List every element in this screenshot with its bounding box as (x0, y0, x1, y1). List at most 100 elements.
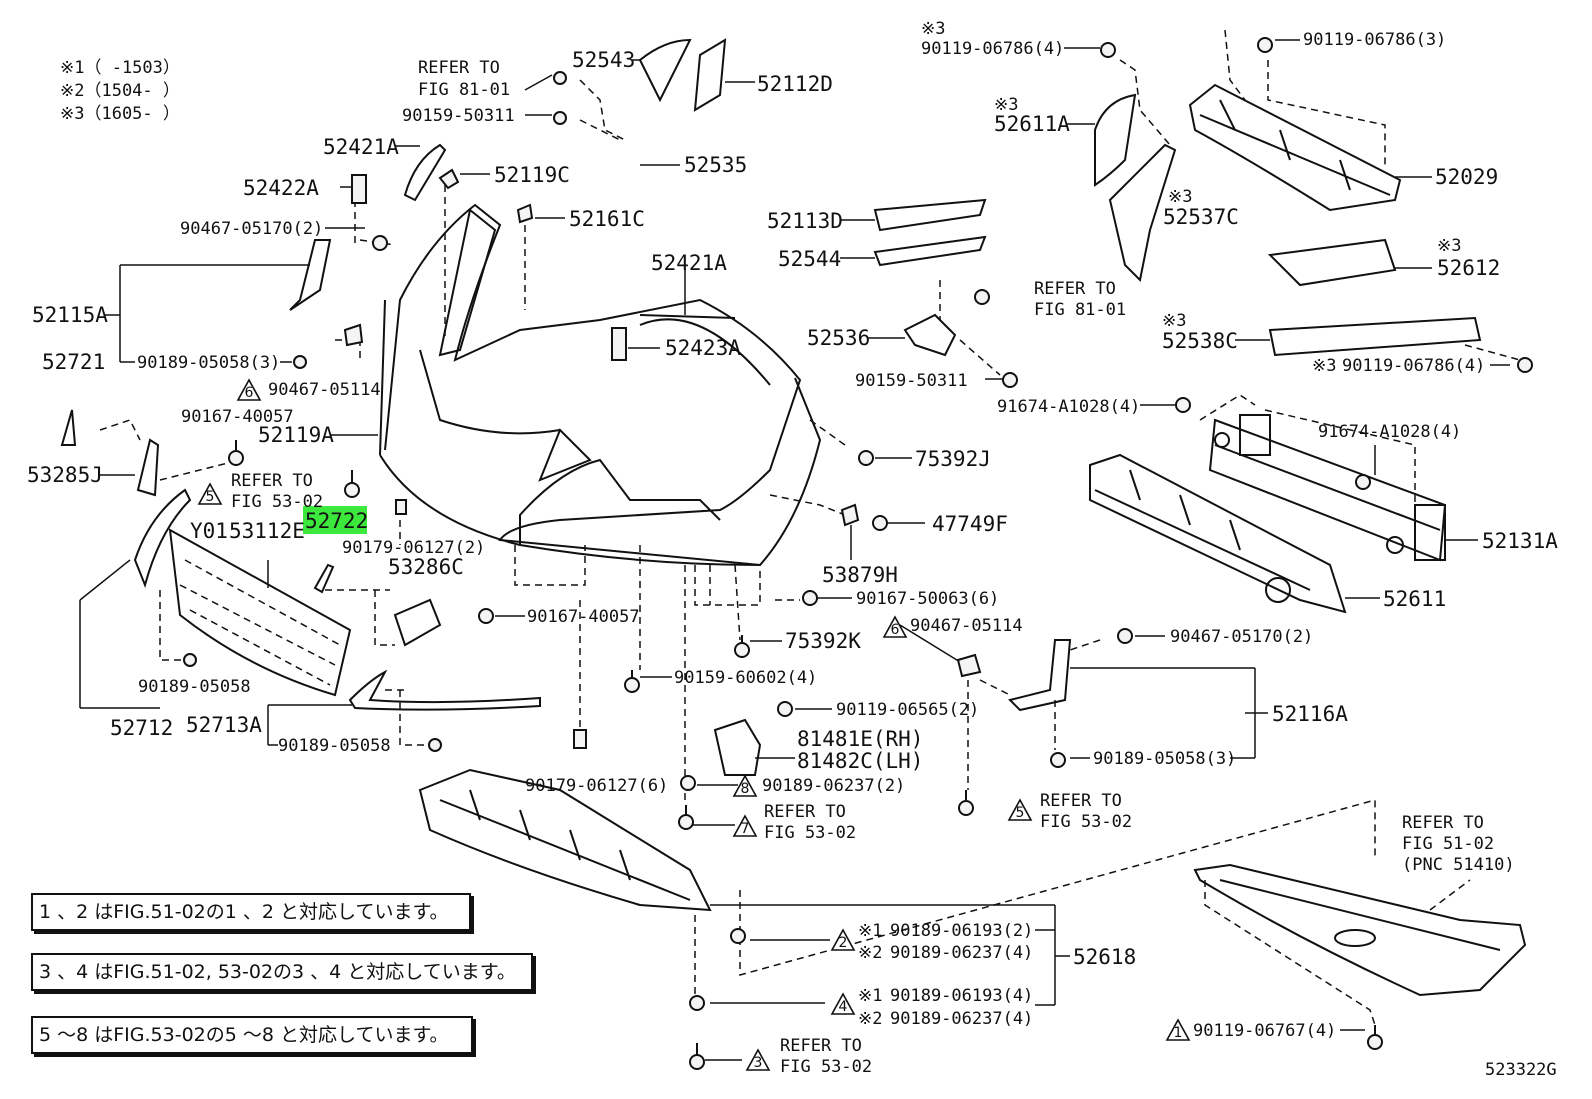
note-box-1: 1 、2 はFIG.51-02の1 、2 と対応しています。 (31, 893, 471, 931)
label-90189-06193-2: 90189-06193(2) (890, 921, 1033, 941)
leader-lines (79, 29, 1521, 1061)
svg-text:2: 2 (839, 935, 848, 951)
label-52721: 52721 (42, 350, 105, 374)
part-labels: REFER TO FIG 81-01 90159-50311 5 2 5 4 3 521… (27, 19, 1558, 1080)
label-52161C: 52161C (569, 207, 645, 231)
label-52611: 52611 (1383, 587, 1446, 611)
part-52721 (60, 409, 77, 446)
label-52131A: 52131A (1482, 529, 1558, 553)
note-text-3: 5 〜8 はFIG.53-02の5 〜8 と対応しています。 (39, 1024, 449, 1046)
refer-label-6a: REFER TO (780, 1036, 862, 1056)
label-90189-05058-3a: 90189-05058(3) (137, 353, 280, 373)
label-91674-b: 91674-A1028(4) (1318, 422, 1461, 442)
refer-label-2b: FIG 81-01 (1034, 300, 1126, 320)
label-90159-50311b: 90159-50311 (855, 371, 968, 391)
spoiler-52544 (873, 235, 987, 267)
label-90467-05170b: 90467-05170(2) (1170, 627, 1313, 647)
svg-text:6: 6 (245, 385, 254, 401)
engine-under-cover-right (1193, 863, 1527, 997)
label-52423A: 52423A (665, 336, 741, 360)
refer-label-7a: REFER TO (1402, 813, 1484, 833)
cover-53286C (393, 598, 442, 647)
label-52421A-mid: 52421A (651, 251, 727, 275)
label-90119-06767: 90119-06767(4) (1193, 1021, 1336, 1041)
front-bumper-cover (379, 203, 822, 567)
label-91674-a: 91674-A1028(4) (997, 397, 1140, 417)
refer-label-7c: (PNC 51410) (1402, 855, 1515, 875)
label-90159-60602: 90159-60602(4) (674, 668, 817, 688)
label-90189-06237-4a: 90189-06237(4) (890, 943, 1033, 963)
label-90189-06237-2: 90189-06237(2) (762, 776, 905, 796)
refer-label-4a: REFER TO (764, 802, 846, 822)
refer-label-5a: REFER TO (1040, 791, 1122, 811)
label-90167-40057b: 90167-40057 (527, 607, 640, 627)
mark-k2-a: ※2 (858, 943, 882, 963)
label-Y01: Y01 (190, 519, 228, 543)
mark-k3-b: ※3 (994, 95, 1018, 115)
part-52543 (638, 38, 692, 103)
refer-label-3a: REFER TO (231, 471, 313, 491)
label-90179-06127-6: 90179-06127(6) (525, 776, 668, 796)
label-90119-06786-3: 90119-06786(3) (1303, 30, 1446, 50)
bracket-52537C (1108, 143, 1177, 283)
label-52544: 52544 (778, 247, 841, 271)
label-53286C: 53286C (388, 555, 464, 579)
svg-text:5: 5 (206, 489, 215, 505)
engine-under-cover (418, 768, 712, 912)
mark-k2-b: ※2 (858, 1009, 882, 1029)
svg-text:4: 4 (839, 999, 848, 1015)
label-90119-06786-4a: 90119-06786(4) (921, 39, 1064, 59)
label-90167-50063: 90167-50063(6) (856, 589, 999, 609)
label-90119-06786-4b: 90119-06786(4) (1342, 356, 1485, 376)
triangle-6a: 6 (236, 378, 262, 401)
label-52612: 52612 (1437, 256, 1500, 280)
molding-52713A (348, 669, 541, 711)
mark-k3-a: ※3 (921, 19, 945, 39)
label-52113D: 52113D (767, 209, 843, 233)
label-90159-50311a: 90159-50311 (402, 106, 515, 126)
mark-k1-b: ※1 (858, 986, 882, 1006)
label-52112D: 52112D (757, 72, 833, 96)
note-text-2: 3 、4 はFIG.51-02, 53-02の3 、4 と対応しています。 (39, 961, 516, 983)
bracket-52115A (289, 239, 332, 311)
svg-text:3: 3 (754, 1055, 763, 1071)
label-90467-05170a: 90467-05170(2) (180, 219, 323, 239)
mark-k3-f: ※3 (1312, 356, 1336, 376)
refer-label-1b: FIG 81-01 (418, 80, 510, 100)
label-53879H: 53879H (822, 563, 898, 587)
triangle-markers: 6 5 6 8 7 5 2 4 3 1 (197, 378, 1191, 1071)
legend-line-2: ※2（1504- ） (60, 81, 180, 101)
label-90189-06237-4b: 90189-06237(4) (890, 1009, 1033, 1029)
label-52535: 52535 (684, 153, 747, 177)
label-81482C: 81482C(LH) (797, 749, 923, 773)
triangle-5a: 5 (197, 482, 223, 505)
svg-text:8: 8 (741, 781, 750, 797)
svg-text:7: 7 (741, 821, 750, 837)
label-90119-06565: 90119-06565(2) (836, 700, 979, 720)
pad-52538C (1268, 316, 1482, 357)
label-52722: 52722 (305, 509, 368, 533)
bracket-52116A (1008, 639, 1072, 712)
label-52611A: 52611A (994, 112, 1070, 136)
triangle-3: 3 (745, 1048, 771, 1071)
label-52119C: 52119C (494, 163, 570, 187)
label-52538C: 52538C (1162, 329, 1238, 353)
label-52537C: 52537C (1163, 205, 1239, 229)
label-53112E: 53112E (229, 519, 305, 543)
reflector-81481E (713, 718, 762, 776)
refer-label-3b: FIG 53-02 (231, 492, 323, 512)
label-52421A-top: 52421A (323, 135, 399, 159)
triangle-5b: 5 (1007, 798, 1033, 821)
note-box-3: 5 〜8 はFIG.53-02の5 〜8 と対応しています。 (31, 1016, 473, 1054)
label-52712: 52712 (110, 716, 173, 740)
label-90189-06193-4: 90189-06193(4) (890, 986, 1033, 1006)
part-52112D (693, 38, 727, 112)
highlight-52722 (303, 506, 367, 534)
refer-label-7b: FIG 51-02 (1402, 834, 1494, 854)
spoiler-52113D (873, 198, 987, 232)
bracket-53285J (136, 438, 160, 497)
diagram-id: 523322G (1485, 1060, 1557, 1080)
label-52119A: 52119A (258, 423, 334, 447)
label-90189-05058a: 90189-05058 (138, 677, 251, 697)
